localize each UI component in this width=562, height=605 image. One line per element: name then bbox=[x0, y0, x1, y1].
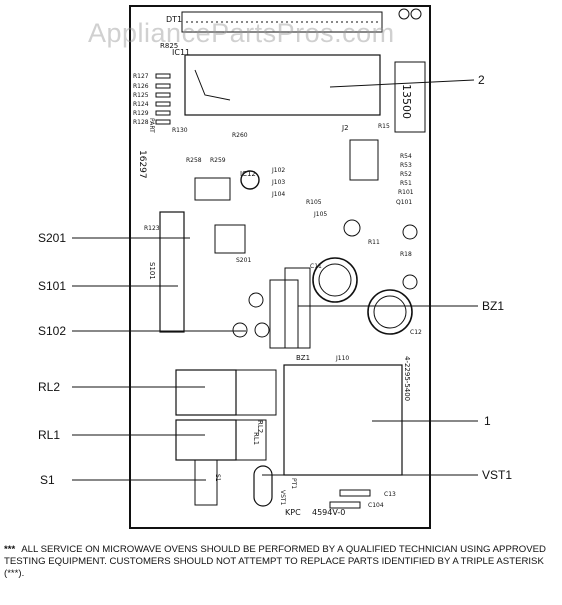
c11-capacitor bbox=[312, 257, 358, 303]
r128-label: R128 bbox=[133, 119, 149, 126]
r54-label: R54 bbox=[400, 153, 412, 160]
s201-switch bbox=[214, 224, 246, 254]
ic12-outline bbox=[194, 177, 231, 201]
callout-s1: S1 bbox=[40, 473, 55, 487]
vst1-silk: VST1 bbox=[279, 490, 286, 506]
part-16297: 16297 bbox=[137, 150, 147, 179]
r259-label: R259 bbox=[210, 157, 226, 164]
part-label: PART bbox=[148, 118, 155, 133]
r123-label: R123 bbox=[144, 225, 160, 232]
rl2-relay bbox=[175, 369, 237, 416]
c13-label: C13 bbox=[384, 491, 396, 498]
ic12-label: IC12 bbox=[240, 170, 256, 178]
board-number: 4594V-0 bbox=[312, 508, 345, 517]
r105-label: R105 bbox=[306, 199, 322, 206]
part-13500: 13500 bbox=[400, 84, 413, 119]
r260-label: R260 bbox=[232, 132, 248, 139]
j2-connector bbox=[349, 139, 379, 181]
watermark: AppliancePartsPros.com bbox=[88, 18, 395, 48]
r18-label: R18 bbox=[400, 251, 412, 258]
j103-label: J103 bbox=[271, 179, 285, 186]
r130-label: R130 bbox=[172, 127, 188, 134]
r51-label: R51 bbox=[400, 180, 412, 187]
callout-2: 2 bbox=[478, 73, 485, 87]
dt1-label: DT1 bbox=[166, 15, 182, 24]
j105-label: J105 bbox=[313, 211, 327, 218]
mount-hole bbox=[398, 8, 410, 20]
callout-vst1: VST1 bbox=[482, 468, 513, 482]
ic11-trace bbox=[194, 69, 231, 101]
c12-capacitor bbox=[367, 289, 413, 335]
mount-hole bbox=[410, 8, 422, 20]
callout-s102: S102 bbox=[38, 324, 67, 338]
vst1-varistor bbox=[253, 465, 273, 507]
ic11-label: IC11 bbox=[172, 48, 190, 57]
board-outline bbox=[129, 5, 431, 529]
s1-silk: S1 bbox=[214, 474, 221, 482]
dt1-connector bbox=[181, 11, 383, 33]
kpc-label: KPC bbox=[285, 508, 301, 517]
r127-label: R127 bbox=[133, 73, 149, 80]
r129-label: R129 bbox=[133, 110, 149, 117]
r126-label: R126 bbox=[133, 83, 149, 90]
j102-label: J102 bbox=[271, 167, 285, 174]
s101-switch bbox=[159, 211, 185, 333]
r11-label: R11 bbox=[368, 239, 380, 246]
c12-label: C12 bbox=[410, 329, 422, 336]
j2-label: J2 bbox=[341, 124, 349, 132]
callout-bz1: BZ1 bbox=[482, 299, 505, 313]
c104-label: C104 bbox=[368, 502, 384, 509]
callout-rl2: RL2 bbox=[38, 380, 61, 394]
r101-label: R101 bbox=[398, 189, 414, 196]
r124-label: R124 bbox=[133, 101, 149, 108]
callout-1: 1 bbox=[484, 414, 491, 428]
r52-label: R52 bbox=[400, 171, 412, 178]
callout-s101: S101 bbox=[38, 279, 67, 293]
r825-label: R825 bbox=[160, 42, 178, 50]
rl1-relay bbox=[175, 419, 237, 461]
connector-13500 bbox=[394, 61, 426, 133]
board-side-number: 4-2295-5400 bbox=[403, 356, 411, 401]
r125-label: R125 bbox=[133, 92, 149, 99]
ic11-outline bbox=[184, 54, 381, 116]
r15-label: R15 bbox=[378, 123, 390, 130]
service-warning-note: ***ALL SERVICE ON MICROWAVE OVENS SHOULD… bbox=[4, 544, 560, 580]
r258-label: R258 bbox=[186, 157, 202, 164]
s1-connector bbox=[194, 459, 218, 506]
rl2-silk: RL2 bbox=[256, 420, 264, 433]
s201-silk: S201 bbox=[236, 257, 251, 264]
rl1-silk: RL1 bbox=[252, 432, 260, 445]
bz1-silk: BZ1 bbox=[296, 354, 310, 362]
left-resistor-column: R127 R126 R125 R124 R129 R128 bbox=[133, 73, 171, 126]
note-text: ALL SERVICE ON MICROWAVE OVENS SHOULD BE… bbox=[4, 544, 546, 579]
pt1-transformer bbox=[283, 364, 403, 476]
note-stars: *** bbox=[4, 544, 16, 555]
q101-label: Q101 bbox=[396, 199, 412, 206]
j104-label: J104 bbox=[271, 191, 285, 198]
c11-label: C11 bbox=[310, 263, 322, 270]
callout-leaders bbox=[72, 79, 478, 481]
callout-s201: S201 bbox=[38, 231, 67, 245]
callout-rl1: RL1 bbox=[38, 428, 61, 442]
s101-silk: S101 bbox=[148, 262, 156, 280]
round-component bbox=[240, 170, 260, 190]
leader-2 bbox=[329, 79, 475, 88]
r53-label: R53 bbox=[400, 162, 412, 169]
j110-label: J110 bbox=[335, 355, 349, 362]
pt1-label: PT1 bbox=[290, 478, 297, 489]
